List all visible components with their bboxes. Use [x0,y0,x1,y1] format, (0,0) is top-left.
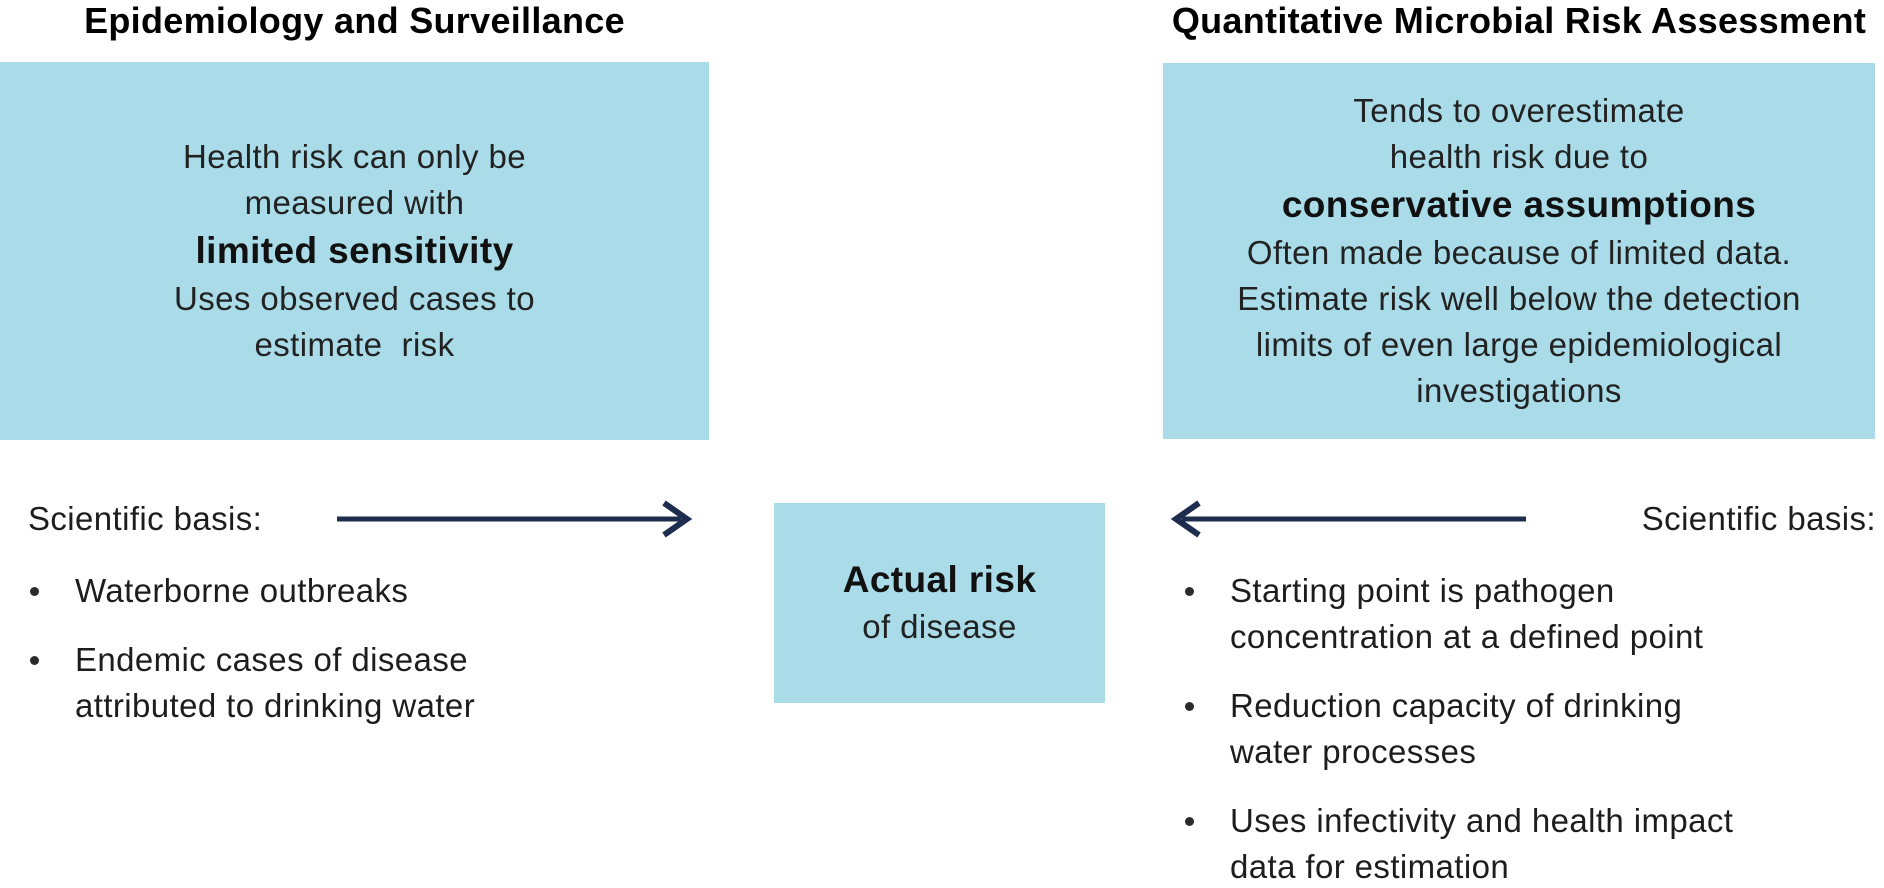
bullet-text: Reduction capacity of drinking water pro… [1230,687,1683,770]
bullet-text: Waterborne outbreaks [75,572,409,609]
bullet-dot-icon [1185,587,1194,596]
epi-box-emphasis-text: limited sensitivity [195,230,514,271]
epi-box-text: Uses observed cases to estimate risk [174,280,535,363]
list-item: Starting point is pathogen concentration… [1185,568,1733,660]
arrow-left-icon [1170,500,1526,538]
list-item: Endemic cases of disease attributed to d… [30,637,475,729]
epi-box-text: Health risk can only be measured with [182,138,527,221]
qmra-info-box: Tends to overestimate health risk due to… [1163,63,1875,439]
bullet-dot-icon [1185,817,1194,826]
actual-risk-subtitle: of disease [862,608,1017,645]
qmra-box-emphasis-text: conservative assumptions [1281,184,1757,225]
list-item: Uses infectivity and health impact data … [1185,798,1733,888]
qmra-box-text: Tends to overestimate health risk due to [1353,92,1685,175]
actual-risk-title: Actual risk [842,559,1037,600]
epidemiology-info-box: Health risk can only be measured with li… [0,62,709,440]
epidemiology-bullet-list: Waterborne outbreaks Endemic cases of di… [30,568,475,752]
bullet-dot-icon [30,656,39,665]
list-item: Reduction capacity of drinking water pro… [1185,683,1733,775]
left-scientific-basis-label: Scientific basis: [28,500,263,537]
qmra-bullet-list: Starting point is pathogen concentration… [1185,568,1733,888]
bullet-text: Uses infectivity and health impact data … [1230,802,1734,885]
bullet-dot-icon [1185,702,1194,711]
actual-risk-box: Actual risk of disease [774,503,1105,703]
bullet-dot-icon [30,587,39,596]
bullet-text: Endemic cases of disease attributed to d… [75,641,476,724]
list-item: Waterborne outbreaks [30,568,475,614]
bullet-text: Starting point is pathogen concentration… [1230,572,1704,655]
arrow-right-icon [337,500,693,538]
qmra-box-text: Often made because of limited data. Esti… [1237,234,1801,409]
right-column-title: Quantitative Microbial Risk Assessment [1171,0,1867,41]
left-column-title: Epidemiology and Surveillance [84,0,625,41]
right-scientific-basis-label: Scientific basis: [1641,500,1876,537]
